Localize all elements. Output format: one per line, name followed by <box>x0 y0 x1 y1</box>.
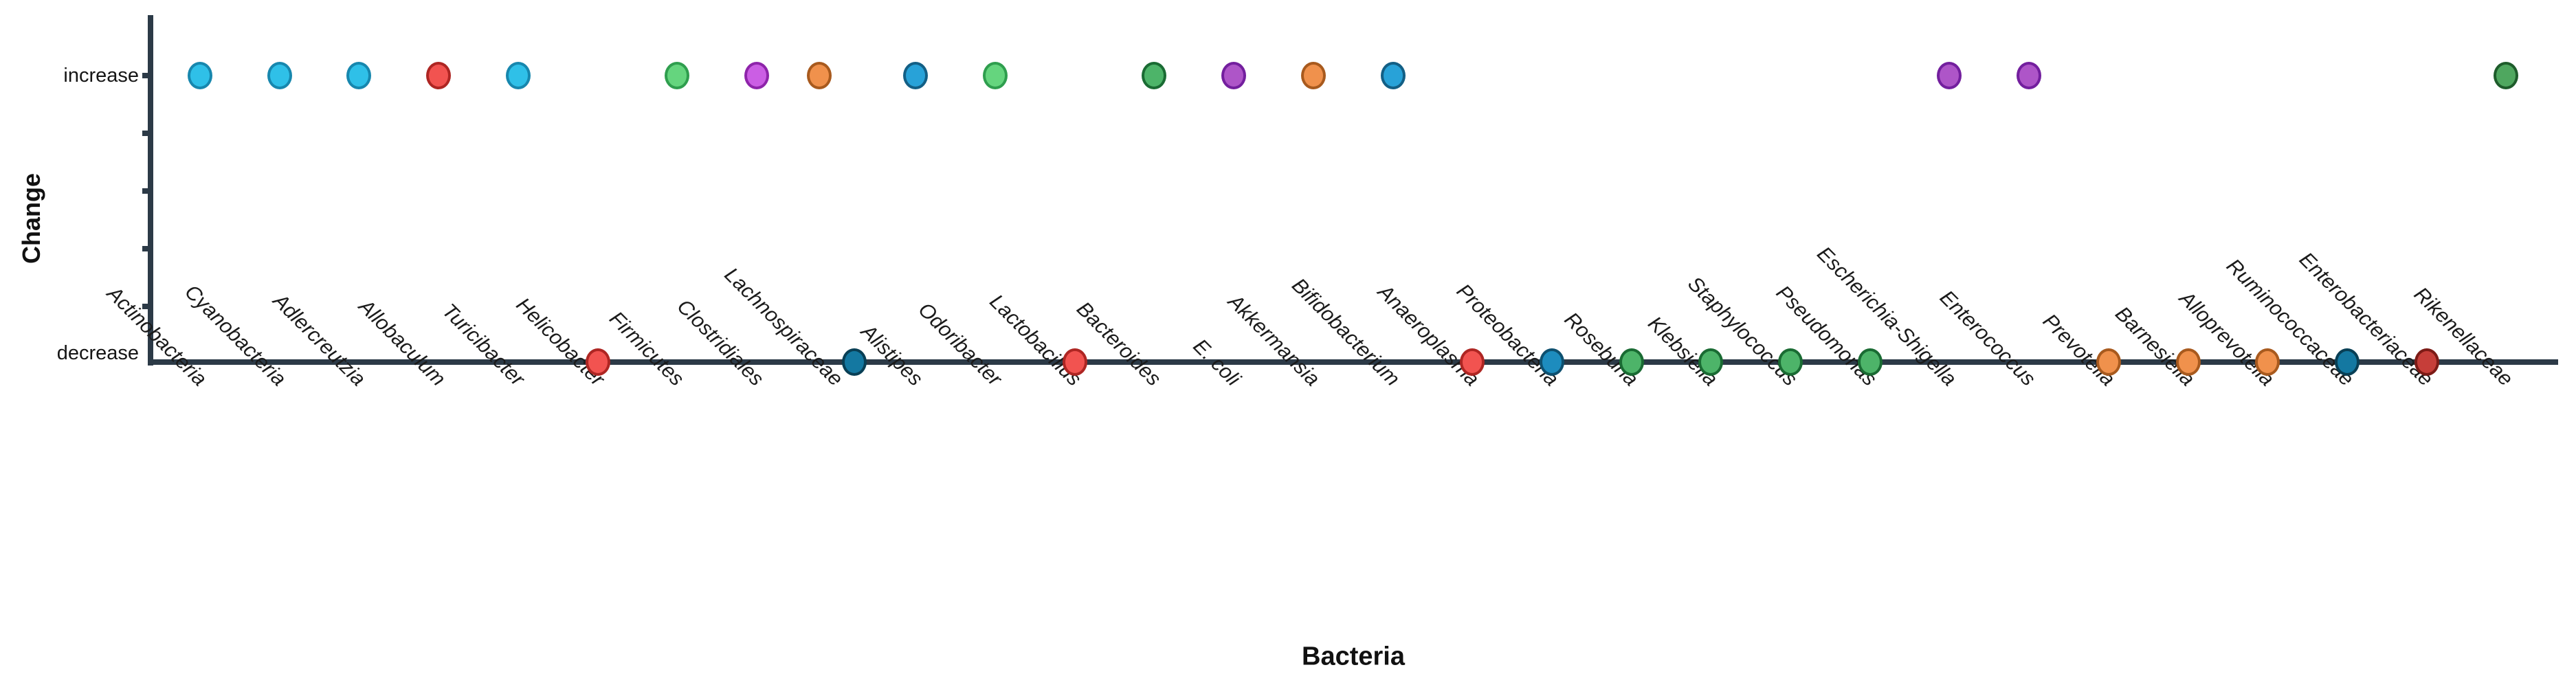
y-axis-tick <box>142 246 151 251</box>
data-point <box>1937 62 1962 89</box>
data-point <box>505 62 531 89</box>
x-tick-label: Alistipes <box>856 320 927 391</box>
data-point <box>2096 348 2121 376</box>
data-point <box>665 62 690 89</box>
x-tick-label: Allobaculum <box>354 295 450 391</box>
data-point <box>1062 348 1087 376</box>
y-axis-line <box>148 15 153 366</box>
x-tick-label: Firmicutes <box>605 307 689 391</box>
data-point <box>1460 348 1485 376</box>
x-axis-title: Bacteria <box>1302 642 1405 671</box>
x-tick-label: Bacteroides <box>1072 297 1166 391</box>
data-point <box>1539 348 1564 376</box>
data-point <box>2334 348 2360 376</box>
data-point <box>267 62 292 89</box>
y-axis-tick <box>142 73 151 78</box>
data-point <box>983 62 1008 89</box>
data-point <box>1857 348 1883 376</box>
data-point <box>1380 62 1406 89</box>
data-point <box>2175 348 2201 376</box>
data-point <box>841 348 867 376</box>
data-point <box>2414 348 2439 376</box>
data-point <box>903 62 929 89</box>
y-tick-label-decrease: decrease <box>56 342 139 364</box>
y-axis-tick <box>142 188 151 194</box>
x-axis-line <box>148 359 2558 365</box>
data-point <box>1778 348 1803 376</box>
data-point <box>806 62 832 89</box>
data-point <box>346 62 372 89</box>
data-point <box>1221 62 1247 89</box>
data-point <box>1619 348 1644 376</box>
y-axis-title: Change <box>17 172 45 265</box>
data-point <box>188 62 212 89</box>
y-tick-label-increase: increase <box>63 65 139 87</box>
data-point <box>2255 348 2280 376</box>
data-point <box>426 62 452 89</box>
data-point <box>2017 62 2042 89</box>
data-point <box>1142 62 1167 89</box>
x-tick-label: Barnesiella <box>2111 302 2199 391</box>
data-point <box>1698 348 1724 376</box>
x-tick-label: Escherichia-Shigella <box>1812 242 1961 391</box>
data-point <box>744 62 769 89</box>
data-point <box>1300 62 1326 89</box>
y-axis-tick <box>142 131 151 136</box>
data-point <box>585 348 610 376</box>
data-point <box>2494 62 2519 89</box>
y-axis-tick <box>142 304 151 309</box>
